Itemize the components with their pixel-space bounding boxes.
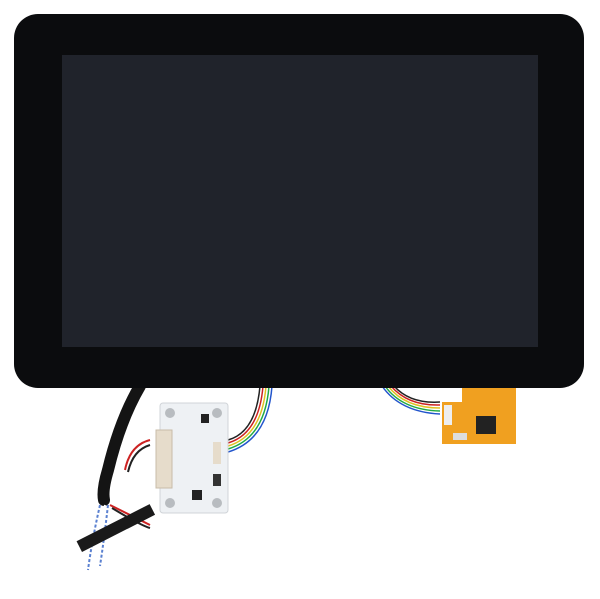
lvds-cable [97,380,146,506]
display-screen [62,55,538,347]
touch-controller-fpc [442,386,516,444]
touch-wire-bundle [381,385,441,415]
lvds-connector [76,504,156,552]
board-wire-bundle [227,385,273,453]
controller-board [155,402,229,514]
lvds-twisted-pairs [87,439,151,571]
